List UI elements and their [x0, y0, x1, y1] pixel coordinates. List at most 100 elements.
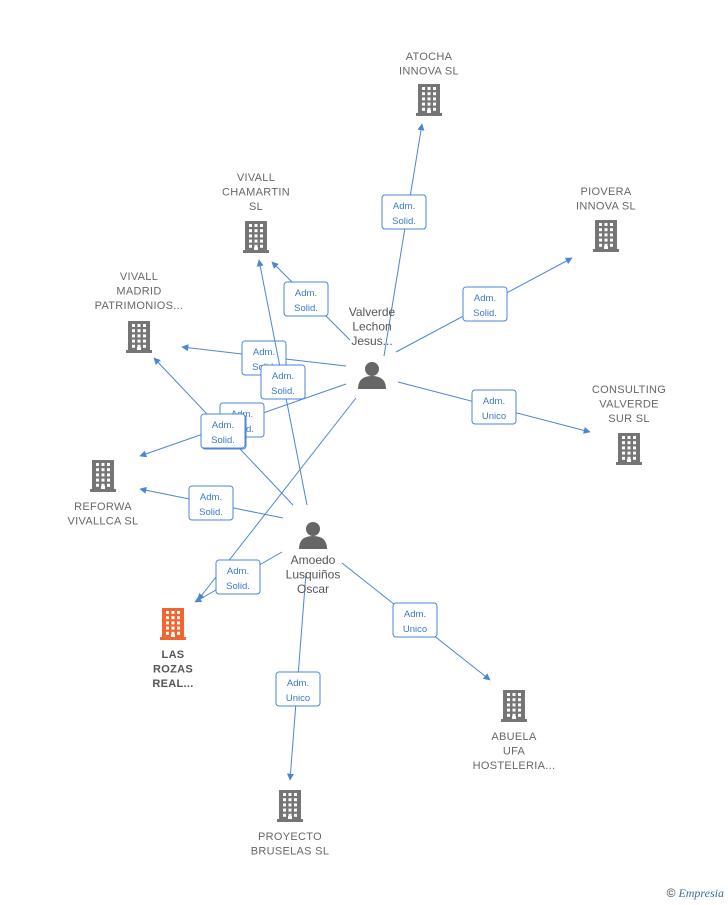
- edge-label-text: Adm.: [287, 678, 309, 689]
- building-icon: [160, 608, 186, 640]
- person-label: Oscar: [297, 582, 329, 596]
- company-label: BRUSELAS SL: [251, 846, 330, 858]
- edge-label[interactable]: Adm.Unico: [275, 671, 321, 707]
- company-label: PIOVERA: [580, 186, 631, 198]
- person-label: Valverde: [349, 305, 396, 319]
- company-label: ABUELA: [491, 731, 537, 743]
- company-node-abuela[interactable]: ABUELA UFA HOSTELERIA...: [473, 690, 556, 772]
- company-label: SL: [249, 201, 263, 213]
- edge-amoedo-proyecto: Adm.Unico: [275, 572, 321, 781]
- edge-label[interactable]: Adm.Solid.: [188, 485, 234, 521]
- edge-label-text: Adm.: [483, 396, 505, 407]
- company-label: ATOCHA: [406, 51, 453, 63]
- nodes-layer: ATOCHA INNOVA SL VIVALL CHAMARTIN SL PIOVERAI…: [68, 51, 666, 858]
- edge-label-box: [215, 559, 261, 595]
- building-icon: [90, 460, 116, 492]
- person-label: Jesus...: [351, 334, 392, 348]
- edge-amoedo-las_rozas: Adm. Solid.: [194, 551, 283, 603]
- edge-label-box: [200, 413, 246, 449]
- edge-label[interactable]: Adm. Solid.: [260, 364, 306, 400]
- edge-label-text: Adm.: [212, 420, 234, 431]
- person-icon: [299, 522, 327, 549]
- edge-amoedo-vivall_chamartin: Adm. Solid.: [256, 259, 308, 506]
- edge-label-text: Solid.: [473, 308, 497, 319]
- edge-label-text: Solid.: [226, 581, 250, 592]
- company-label: REFORWA: [74, 501, 132, 513]
- copyright-symbol: ©: [666, 886, 676, 900]
- edge-label-text: Unico: [403, 624, 427, 635]
- company-label: VIVALL: [237, 172, 275, 184]
- edge-label-text: Solid.: [392, 216, 416, 227]
- company-label: VIVALLCA SL: [68, 516, 139, 528]
- edge-valverde-vivall_chamartin: Adm. Solid.: [271, 261, 351, 341]
- building-icon: [416, 84, 442, 116]
- edge-label-text: Solid.: [199, 507, 223, 518]
- edge-valverde-consulting: Adm. Unico: [397, 381, 591, 434]
- company-label: LAS: [162, 649, 185, 661]
- edge-valverde-atocha: Adm.Solid.: [381, 123, 427, 357]
- company-label: INNOVA SL: [399, 66, 459, 78]
- edge-label-text: Adm.: [474, 293, 496, 304]
- edge-label[interactable]: Adm. Solid.: [215, 559, 261, 595]
- edge-label-text: Adm.: [295, 288, 317, 299]
- edge-label-box: [381, 194, 427, 230]
- person-node-valverde[interactable]: ValverdeLechonJesus...: [349, 305, 396, 389]
- edge-label-text: Solid.: [294, 303, 318, 314]
- edge-label-box: [392, 602, 438, 638]
- company-label: UFA: [503, 746, 526, 758]
- company-label: SUR SL: [608, 413, 650, 425]
- edge-label-text: Solid.: [271, 386, 295, 397]
- edge-label-box: [462, 286, 508, 322]
- edge-label[interactable]: Adm. Solid.: [200, 413, 246, 449]
- building-icon: [243, 221, 269, 253]
- person-icon: [358, 362, 386, 389]
- edges-layer: Adm. Solid. Adm. Solid. Adm. Solid. Adm. Solid.…: [139, 123, 591, 781]
- company-label: VIVALL: [120, 271, 158, 283]
- edge-line: [383, 123, 425, 357]
- edge-label-text: Adm.: [272, 371, 294, 382]
- company-node-reforwa[interactable]: REFORWA VIVALLCA SL: [68, 460, 139, 528]
- building-icon: [616, 433, 642, 465]
- company-label: PATRIMONIOS...: [95, 300, 184, 312]
- watermark: © Empresia: [667, 886, 724, 901]
- person-label: Lechon: [352, 320, 391, 334]
- company-label: VALVERDE: [599, 399, 658, 411]
- edge-label-text: Unico: [482, 411, 506, 422]
- person-label: Amoedo: [291, 553, 336, 567]
- edge-label[interactable]: Adm. Unico: [471, 389, 517, 425]
- edge-label-text: Solid.: [211, 435, 235, 446]
- company-label: REAL...: [152, 678, 193, 690]
- building-icon: [501, 690, 527, 722]
- edge-label[interactable]: Adm. Solid.: [462, 286, 508, 322]
- edge-label[interactable]: Adm.Solid.: [381, 194, 427, 230]
- company-label: ROZAS: [153, 664, 193, 676]
- company-node-vivall_madrid[interactable]: VIVALL MADRID PATRIMONIOS...: [95, 271, 184, 353]
- edge-label-box: [283, 281, 329, 317]
- company-label: HOSTELERIA...: [473, 760, 556, 772]
- company-node-vivall_chamartin[interactable]: VIVALL CHAMARTIN SL: [222, 172, 290, 253]
- edge-amoedo-vivall_madrid: Adm. Solid.: [153, 357, 294, 506]
- edge-label-text: Adm.: [227, 566, 249, 577]
- edge-valverde-piovera: Adm. Solid.: [395, 257, 573, 353]
- brand-name: Empresia: [678, 886, 724, 900]
- company-node-las_rozas[interactable]: LAS ROZAS REAL...: [152, 608, 193, 690]
- edge-label-box: [188, 485, 234, 521]
- edge-label[interactable]: Adm. Unico: [392, 602, 438, 638]
- person-label: Lusquiños: [286, 568, 341, 582]
- building-icon: [593, 220, 619, 252]
- edge-amoedo-reforwa: Adm.Solid.: [139, 485, 284, 521]
- company-label: PROYECTO: [258, 831, 322, 843]
- edge-label[interactable]: Adm. Solid.: [283, 281, 329, 317]
- building-icon: [277, 790, 303, 822]
- company-label: CHAMARTIN: [222, 187, 290, 199]
- edge-label-text: Adm.: [404, 609, 426, 620]
- company-label: MADRID: [116, 286, 161, 298]
- edge-label-text: Adm.: [253, 347, 275, 358]
- company-node-atocha[interactable]: ATOCHA INNOVA SL: [399, 51, 459, 116]
- edge-label-box: [471, 389, 517, 425]
- company-node-proyecto[interactable]: PROYECTO BRUSELAS SL: [251, 790, 330, 858]
